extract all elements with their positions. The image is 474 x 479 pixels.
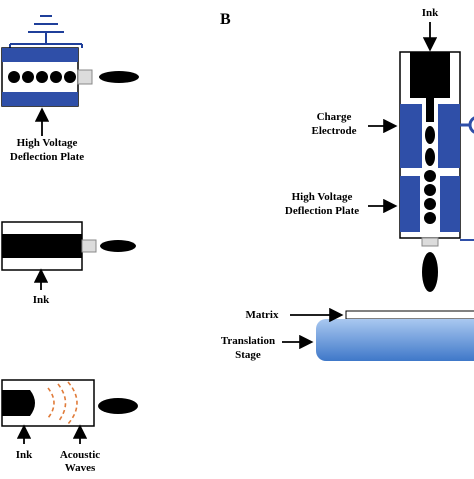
charge-electrode-right — [438, 104, 460, 168]
ink-chamber — [2, 390, 35, 416]
charge-electrode-left — [400, 104, 422, 168]
ink-label-bottom: Ink — [16, 449, 33, 461]
nozzle-b — [421, 237, 439, 247]
ejected-droplet — [100, 240, 136, 252]
hv-label-top-line2: Deflection Plate — [10, 151, 84, 163]
panel-a-top: High Voltage Deflection Plate — [1, 15, 139, 163]
ink-stream — [426, 98, 434, 122]
matrix-layer — [345, 310, 474, 320]
deflection-plate-top — [2, 48, 78, 62]
ejected-droplet-b — [422, 252, 438, 292]
electrode-connector-icon — [468, 116, 474, 134]
deflection-plate-left-b — [400, 176, 420, 232]
acoustic-waves — [47, 381, 78, 425]
translation-stage — [316, 319, 474, 361]
panel-b-label: B — [220, 11, 231, 28]
ink-chamber — [2, 234, 82, 258]
deflection-plate-bottom — [2, 92, 78, 106]
charge-label-line1: Charge — [317, 111, 352, 123]
nozzle — [77, 69, 93, 85]
panel-a-bottom: Ink Acoustic Waves — [1, 379, 138, 474]
charge-label-line2: Electrode — [311, 125, 356, 137]
ink-droplets-b — [424, 126, 436, 224]
ejected-droplet — [99, 71, 139, 83]
ink-label-b: Ink — [422, 7, 439, 19]
hv-label-top-line1: High Voltage — [17, 137, 78, 149]
acoustic-label-line1: Acoustic — [60, 449, 100, 461]
ground-symbol-icon — [9, 15, 83, 48]
stage-label-line1: Translation — [221, 335, 275, 347]
acoustic-label-line2: Waves — [65, 462, 96, 474]
ink-reservoir — [410, 52, 450, 98]
panel-b: B Ink Charge Electrode High Voltag — [220, 7, 474, 361]
matrix-label: Matrix — [246, 309, 279, 321]
ink-droplets — [8, 71, 76, 83]
nozzle — [81, 239, 97, 253]
ejected-droplet — [98, 398, 138, 414]
ink-label-middle: Ink — [33, 294, 50, 306]
panel-a-middle: Ink — [1, 221, 136, 306]
stage-label-line2: Stage — [235, 349, 261, 361]
deflection-plate-right-b — [440, 176, 460, 232]
hv-label-b-line2: Deflection Plate — [285, 205, 359, 217]
hv-label-b-line1: High Voltage — [292, 191, 353, 203]
